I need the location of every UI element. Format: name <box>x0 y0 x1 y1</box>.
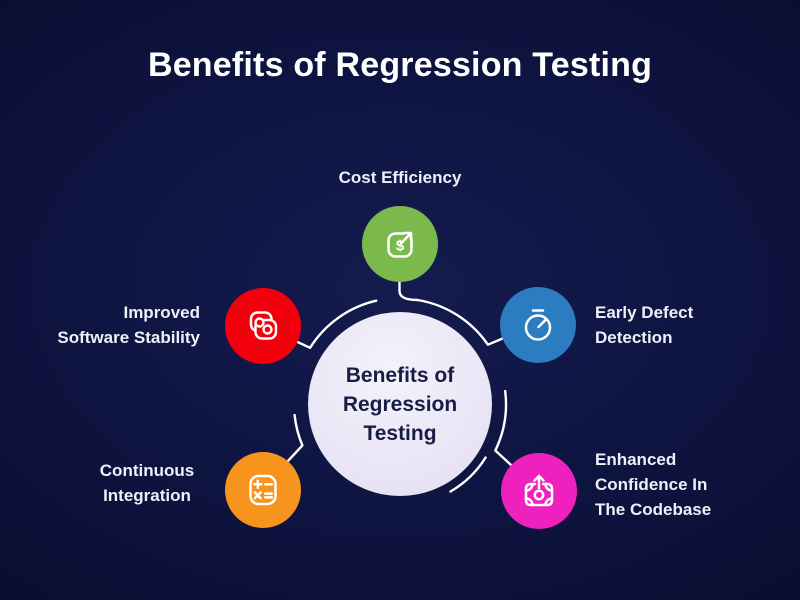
label-early-defect-detection: Early Defect Detection <box>595 303 694 347</box>
node-circle <box>500 287 576 363</box>
label-continuous-integration: Continuous Integration <box>99 461 195 505</box>
calculator-icon <box>249 474 277 506</box>
node-improved-software-stability <box>225 288 301 364</box>
node-continuous-integration <box>225 452 301 528</box>
stopwatch-icon <box>524 309 552 341</box>
connector-improved-software-stability <box>294 299 378 349</box>
money-growth-icon <box>524 474 554 507</box>
node-circle: $ <box>362 206 438 282</box>
node-circle <box>225 452 301 528</box>
center-topic-circle: Benefits of Regression Testing <box>308 312 492 496</box>
connector-enhanced-confidence <box>494 389 513 467</box>
connector-cost-efficiency-to-early-defect <box>398 279 505 346</box>
label-enhanced-confidence: Enhanced Confidence In The Codebase <box>595 450 712 519</box>
svg-text:$: $ <box>396 238 405 255</box>
node-circle <box>501 453 577 529</box>
page-title: Benefits of Regression Testing <box>147 46 653 84</box>
node-circle <box>225 288 301 364</box>
dollar-growth-icon: $ <box>387 230 414 258</box>
connector-continuous-integration <box>286 413 304 463</box>
node-enhanced-confidence <box>501 453 577 529</box>
node-cost-efficiency: $ <box>362 206 438 282</box>
node-early-defect-detection <box>500 287 576 363</box>
label-cost-efficiency: Cost Efficiency <box>338 168 462 187</box>
center-topic-label: Benefits of Regression Testing <box>342 363 458 445</box>
connector-bottom-arc <box>449 456 487 493</box>
label-improved-software-stability: Improved Software Stability <box>57 303 200 347</box>
linked-blocks-icon <box>249 311 278 340</box>
